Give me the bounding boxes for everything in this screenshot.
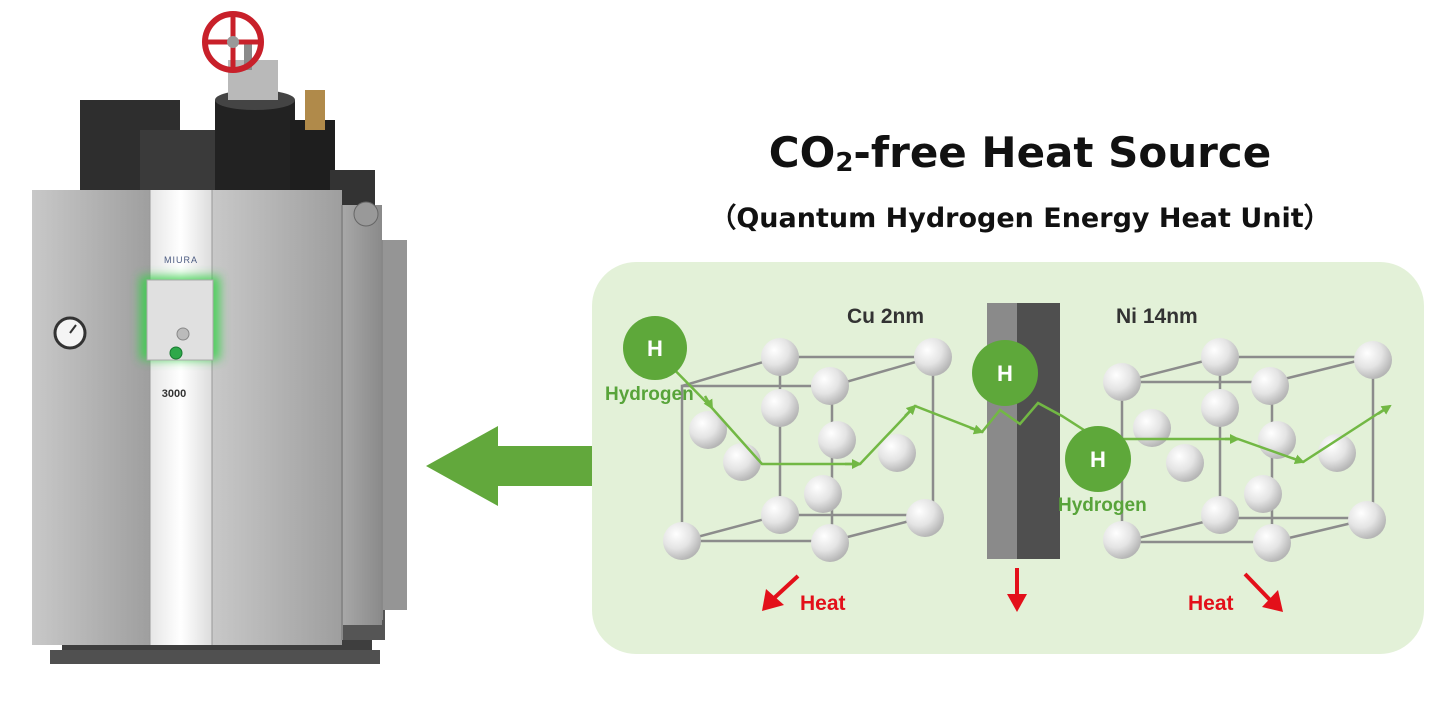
heat-label-right: Heat <box>1188 592 1234 615</box>
pressure-gauge-icon <box>55 318 85 348</box>
hydrogen-label-right: Hydrogen <box>1058 495 1147 516</box>
ni-atom <box>1348 501 1386 539</box>
brand-label: MIURA <box>164 255 198 265</box>
ni-atom <box>1354 341 1392 379</box>
ni-atom <box>1253 524 1291 562</box>
valve-wheel-icon <box>205 14 261 70</box>
ni-atom <box>1103 363 1141 401</box>
cu-atom <box>761 338 799 376</box>
ni-atom <box>1103 521 1141 559</box>
page-title: CO2-free Heat Source <box>700 128 1340 178</box>
cu-atom <box>663 522 701 560</box>
ni-atom <box>1244 475 1282 513</box>
model-number: 3000 <box>162 388 186 400</box>
cu-atom <box>818 421 856 459</box>
membrane-ni-layer <box>1017 303 1060 559</box>
title-post: -free Heat Source <box>853 128 1271 177</box>
svg-text:H: H <box>1090 447 1106 472</box>
heat-label-left: Heat <box>800 592 846 615</box>
svg-text:H: H <box>647 336 663 361</box>
cu-atom <box>811 367 849 405</box>
ni-atom <box>1251 367 1289 405</box>
hydrogen-atom-2: H <box>972 340 1038 406</box>
title-subscript: 2 <box>835 148 853 178</box>
hydrogen-label-left: Hydrogen <box>605 384 694 405</box>
ni-atom <box>1201 338 1239 376</box>
cu-atom <box>723 443 761 481</box>
ni-atom <box>1201 496 1239 534</box>
ni-atom <box>1133 409 1171 447</box>
boiler-illustration: MIURA 3000 <box>32 14 407 664</box>
hydrogen-atom-1: H <box>623 316 687 380</box>
energy-flow-arrow <box>426 426 592 506</box>
ni-layer-label: Ni 14nm <box>1116 305 1198 328</box>
hydrogen-atom-3: H <box>1065 426 1131 492</box>
cu-atom <box>761 496 799 534</box>
title-pre: CO <box>769 128 836 177</box>
cu-atom <box>811 524 849 562</box>
cu-atom <box>804 475 842 513</box>
svg-text:H: H <box>997 361 1013 386</box>
ni-atom <box>1166 444 1204 482</box>
cu-atom <box>761 389 799 427</box>
cu-layer-label: Cu 2nm <box>847 305 924 328</box>
ni-atom <box>1201 389 1239 427</box>
cu-atom <box>906 499 944 537</box>
cu-atom <box>914 338 952 376</box>
page-subtitle: （Quantum Hydrogen Energy Heat Unit） <box>690 196 1350 235</box>
power-button <box>170 347 182 359</box>
